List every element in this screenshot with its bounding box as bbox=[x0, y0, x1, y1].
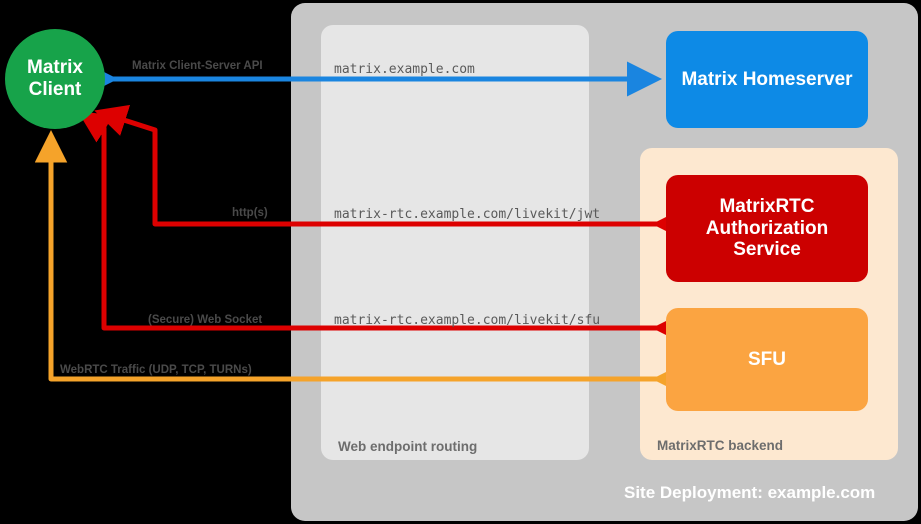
flow-label-secure-websocket: (Secure) Web Socket bbox=[148, 314, 263, 326]
auth-service-line1: MatrixRTC bbox=[719, 195, 815, 217]
flow-label-webrtc-traffic: WebRTC Traffic (UDP, TCP, TURNs) bbox=[60, 364, 252, 376]
endpoint-url-livekit-jwt: matrix-rtc.example.com/livekit/jwt bbox=[334, 207, 601, 222]
endpoint-url-homeserver: matrix.example.com bbox=[334, 62, 475, 77]
matrix-client-line2: Client bbox=[28, 79, 82, 100]
auth-service-line2: Authorization bbox=[705, 217, 829, 239]
region-label-site-deployment: Site Deployment: example.com bbox=[624, 483, 876, 502]
region-label-web-endpoint-routing: Web endpoint routing bbox=[338, 439, 478, 454]
node-matrix-homeserver[interactable]: Matrix Homeserver bbox=[666, 31, 868, 128]
node-sfu[interactable]: SFU bbox=[666, 308, 868, 411]
node-matrixrtc-authorization-service[interactable]: MatrixRTC Authorization Service bbox=[666, 175, 868, 282]
connector-webrtc-traffic bbox=[34, 130, 685, 396]
matrix-homeserver-label: Matrix Homeserver bbox=[681, 68, 853, 90]
flow-label-client-server-api: Matrix Client-Server API bbox=[132, 60, 263, 72]
matrix-client-line1: Matrix bbox=[27, 57, 83, 79]
endpoint-url-livekit-sfu: matrix-rtc.example.com/livekit/sfu bbox=[334, 313, 601, 328]
sfu-label: SFU bbox=[748, 348, 786, 370]
auth-service-line3: Service bbox=[733, 239, 801, 261]
region-label-matrixrtc-backend: MatrixRTC backend bbox=[657, 438, 784, 453]
node-matrix-client[interactable]: Matrix Client bbox=[5, 29, 105, 129]
flow-label-https: http(s) bbox=[232, 207, 268, 219]
